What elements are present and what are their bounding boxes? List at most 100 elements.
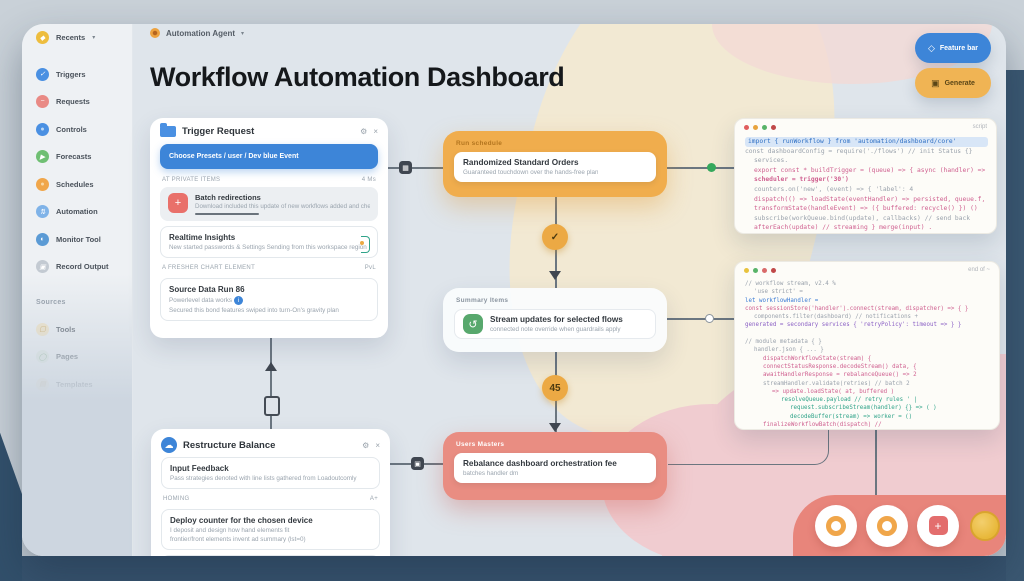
sidebar-item[interactable]: Range: [22, 488, 132, 516]
sidebar-item[interactable]: ▤ Templates: [22, 371, 132, 399]
sidebar-item[interactable]: ◐ Monitor Tool: [22, 226, 132, 254]
approval-check-icon[interactable]: ✓: [542, 224, 568, 250]
window-dot[interactable]: [744, 268, 749, 273]
dock-button-icon: +: [928, 516, 948, 535]
sidebar-item[interactable]: ● Schedules: [22, 171, 132, 199]
sidebar-item[interactable]: − Requests: [22, 88, 132, 116]
gear-icon[interactable]: ⚙: [360, 127, 368, 136]
sidebar-item-icon: ▤: [36, 377, 49, 391]
sidebar-item[interactable]: ◑ Base: [22, 461, 132, 489]
folder-icon: [160, 123, 176, 137]
window-dot[interactable]: [762, 125, 767, 130]
sidebar-item[interactable]: ◎ Ideas: [22, 433, 132, 461]
code-line: const dashboardConfig = require('./flows…: [745, 147, 973, 155]
box-desc: Pass strategies denoted with line lists …: [170, 475, 357, 482]
box-title: Input Feedback: [170, 464, 229, 473]
window-dot[interactable]: [771, 125, 776, 130]
ring-port-icon: [705, 314, 714, 323]
dock-button[interactable]: +: [917, 504, 959, 547]
connector-trigger-to-schedule: [388, 167, 443, 169]
dock-button-icon: [877, 515, 897, 536]
sidebar-item[interactable]: ▣ Record Output: [22, 253, 132, 281]
feature-bar-button[interactable]: ◇ Feature bar: [915, 33, 991, 63]
code-line: [745, 330, 991, 338]
sidebar-top-group: ◆ Recents ▾ ✓ Triggers − Requests ● Cont…: [22, 24, 132, 281]
node-title: Randomized Standard Orders: [463, 158, 579, 167]
coin-icon[interactable]: [970, 510, 1000, 541]
code-line: request.subscribeStream(handler) {} => (…: [790, 405, 937, 412]
sidebar-item[interactable]: ⇅ Automation: [22, 198, 132, 226]
box-desc: New started passwords & Settings Sending…: [169, 244, 367, 251]
sidebar-item-icon: ▣: [36, 260, 49, 274]
agent-label: Automation Agent: [166, 28, 236, 38]
box-desc-2: Secured this bond features swiped into t…: [169, 307, 339, 314]
sidebar-item-glyph: ●: [40, 125, 45, 133]
close-icon[interactable]: ×: [373, 127, 378, 136]
stream-node-label: Summary Items: [456, 297, 509, 304]
window-dot[interactable]: [762, 268, 767, 273]
dock-button[interactable]: [815, 504, 857, 547]
code-line: awaitHandlerResponse = rebalanceQueue() …: [763, 372, 917, 379]
code-panel-1[interactable]: script import { runWorkflow } from 'auto…: [734, 118, 997, 234]
sidebar-item-label: Base: [56, 469, 74, 479]
image-node-icon[interactable]: ▣: [411, 457, 424, 470]
connector-code2-down: [875, 428, 877, 556]
trigger-banner-button[interactable]: Choose Presets / user / Dev blue Event: [160, 144, 378, 169]
restructure-input-box-1[interactable]: Input Feedback Pass strategies denoted w…: [161, 457, 380, 489]
sidebar-item-glyph: ◆: [39, 34, 46, 42]
arrow-up-icon: [265, 362, 277, 371]
frame-left-wedge: [0, 432, 22, 581]
sidebar-item[interactable]: ◆ Recents ▾: [22, 24, 132, 52]
code-line: counters.on('new', (event) => { 'label':…: [754, 185, 914, 193]
window-controls: [744, 268, 776, 273]
trigger-section2-label: A FRESHER CHART ELEMENT: [162, 265, 256, 271]
code-line: decodeBuffer(stream) => worker = (): [790, 413, 913, 420]
table-node-icon[interactable]: ▦: [399, 161, 412, 174]
generate-button[interactable]: ▣ Generate: [915, 68, 991, 98]
restructure-input-box-2[interactable]: Deploy counter for the chosen device I d…: [161, 509, 380, 550]
window-dot[interactable]: [753, 268, 758, 273]
topbar-agent[interactable]: Automation Agent ▾: [150, 28, 244, 38]
sidebar-avatar-button[interactable]: ▤: [36, 514, 62, 540]
sidebar-item-glyph: ▣: [39, 263, 46, 271]
window-dot[interactable]: [753, 125, 758, 130]
connector-stream-to-code2: [667, 318, 734, 320]
dock-button-icon: [826, 515, 846, 536]
trigger-input-box-1[interactable]: Realtime Insights New started passwords …: [160, 226, 378, 258]
error-node[interactable]: Users Masters Rebalance dashboard orches…: [443, 432, 667, 500]
trigger-alert-panel[interactable]: + Batch redirections Download included t…: [160, 187, 378, 221]
window-dot[interactable]: [744, 125, 749, 130]
code-line: generated = secondary services { 'retryP…: [745, 322, 962, 329]
stream-node[interactable]: Summary Items ↺ Stream updates for selec…: [443, 288, 667, 352]
sidebar-item[interactable]: ✓ Triggers: [22, 61, 132, 89]
restructure-input-box-3[interactable]: Ongoing Feedback: [161, 555, 380, 556]
alert-progress-bar: [195, 213, 259, 215]
schedule-node[interactable]: Run schedule Randomized Standard Orders …: [443, 131, 667, 197]
window-dot[interactable]: [771, 268, 776, 273]
diamond-icon: ◇: [927, 42, 935, 53]
sidebar-item[interactable]: ● Controls: [22, 116, 132, 144]
trigger-input-box-2[interactable]: Source Data Run 86 Powerlevel data works…: [160, 278, 378, 321]
sidebar-item-icon: [36, 495, 49, 509]
sidebar-item[interactable]: ▶ Forecasts: [22, 143, 132, 171]
gate-node-icon[interactable]: [264, 396, 280, 416]
sidebar-item-icon: ◯: [36, 350, 49, 364]
schedule-node-box: Randomized Standard Orders Guaranteed to…: [454, 152, 656, 182]
badge-45[interactable]: 45: [542, 375, 568, 401]
sidebar-item[interactable]: ◯ Pages: [22, 343, 132, 371]
close-icon[interactable]: ×: [375, 440, 380, 450]
sidebar-item-label: Triggers: [56, 69, 86, 79]
dock-button[interactable]: [866, 504, 908, 547]
code-line: dispatch(() => loadState(eventHandler) =…: [754, 195, 988, 203]
sidebar-item-glyph: ◯: [38, 353, 47, 361]
code-panel-2[interactable]: end of ~ // workflow stream, v2.4 %'use …: [734, 261, 1000, 430]
sidebar-item-glyph: ◑: [40, 470, 45, 478]
arrow-down-icon: [549, 271, 561, 280]
sidebar-item[interactable]: ▢ Tools: [22, 316, 132, 344]
trigger-section1-label: AT PRIVATE ITEMS: [162, 177, 221, 183]
code-line: afterEach(update) // streaming } merge(i…: [754, 224, 933, 232]
trigger-section2-meta: PvL: [364, 265, 376, 271]
sidebar-section-scheduling: Scheduling: [36, 416, 77, 424]
node-title: Stream updates for selected flows: [490, 315, 623, 324]
gear-icon[interactable]: ⚙: [362, 440, 370, 450]
